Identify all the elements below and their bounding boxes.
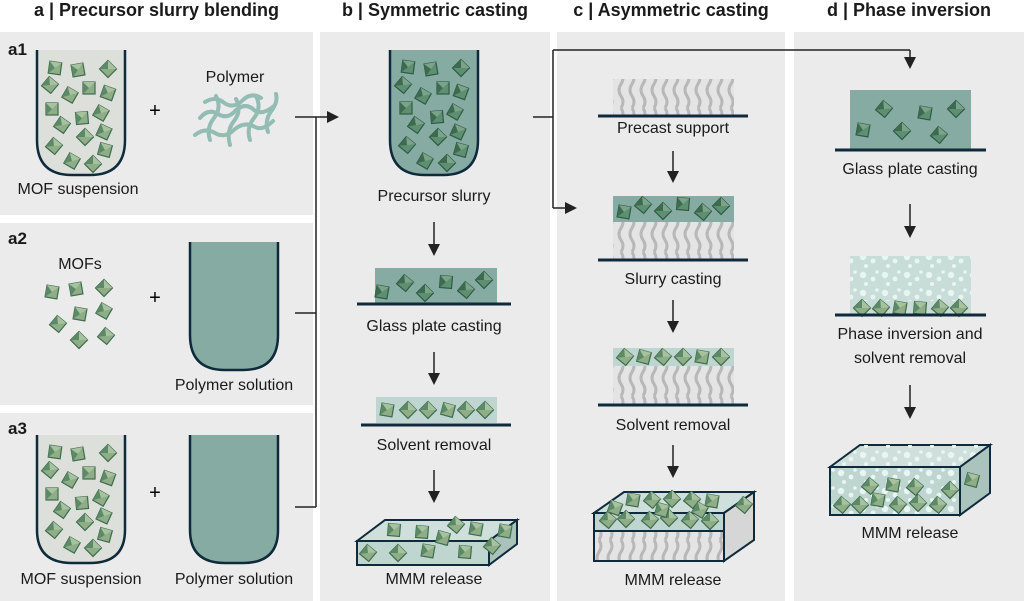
- caption-b-step-1: Precursor slurry: [377, 188, 491, 205]
- plus-a2: +: [149, 287, 161, 309]
- heading-a: a | Precursor slurry blending: [33, 0, 280, 20]
- connector-b-to-c-d: [533, 49, 916, 214]
- precast-support: [598, 79, 748, 118]
- heading-c: c | Asymmetric casting: [573, 0, 769, 20]
- caption-c-step-4: MMM release: [624, 572, 722, 589]
- heading-d: d | Phase inversion: [826, 0, 992, 20]
- heading-b: b | Symmetric casting: [341, 0, 529, 20]
- caption-c-step-3: Solvent removal: [615, 417, 731, 434]
- plus-a1: +: [149, 100, 161, 122]
- plus-a3: +: [149, 482, 161, 504]
- beaker-polymer-solution-a3: [188, 435, 280, 565]
- caption-mof-suspension-a3: MOF suspension: [20, 571, 142, 588]
- caption-mof-suspension-a1: MOF suspension: [17, 181, 139, 198]
- label-a2: a2: [8, 229, 27, 248]
- polymer-chains-icon: [193, 92, 279, 147]
- caption-polymer-solution-a3: Polymer solution: [174, 571, 294, 588]
- caption-mofs-a2: MOFs: [58, 256, 102, 273]
- film-glass-plate-casting-d: [835, 90, 986, 152]
- beaker-mof-suspension-a1: [35, 50, 127, 177]
- caption-polymer-a1: Polymer: [205, 69, 265, 86]
- membrane-block-d: [826, 443, 994, 517]
- caption-d-step-1: Glass plate casting: [842, 161, 978, 178]
- solvent-removal-on-support: [598, 347, 748, 407]
- caption-d-step-3: MMM release: [861, 525, 959, 542]
- caption-d-step-2-line-2: solvent removal: [853, 350, 967, 367]
- film-phase-inversion: [835, 256, 986, 318]
- membrane-block-b: [354, 515, 520, 567]
- slurry-casting-on-support: [598, 195, 748, 262]
- caption-d-step-2-line-1: Phase inversion and: [837, 326, 983, 343]
- film-glass-plate-casting-b: [357, 268, 511, 306]
- caption-b-step-4: MMM release: [385, 571, 483, 588]
- caption-polymer-solution-a2: Polymer solution: [174, 377, 294, 394]
- caption-b-step-3: Solvent removal: [376, 437, 492, 454]
- beaker-polymer-solution-a2: [188, 242, 280, 372]
- beaker-precursor-slurry: [388, 50, 480, 177]
- membrane-block-c: [590, 489, 758, 563]
- connector-a-to-b: [295, 111, 339, 508]
- film-solvent-removal-b: [361, 397, 511, 427]
- caption-b-step-2: Glass plate casting: [366, 318, 502, 335]
- mof-crystals-a2: [44, 278, 116, 350]
- beaker-mof-suspension-a3: [35, 435, 127, 565]
- label-a1: a1: [8, 40, 27, 59]
- caption-c-step-1: Precast support: [616, 120, 730, 137]
- label-a3: a3: [8, 419, 27, 438]
- caption-c-step-2: Slurry casting: [624, 271, 722, 288]
